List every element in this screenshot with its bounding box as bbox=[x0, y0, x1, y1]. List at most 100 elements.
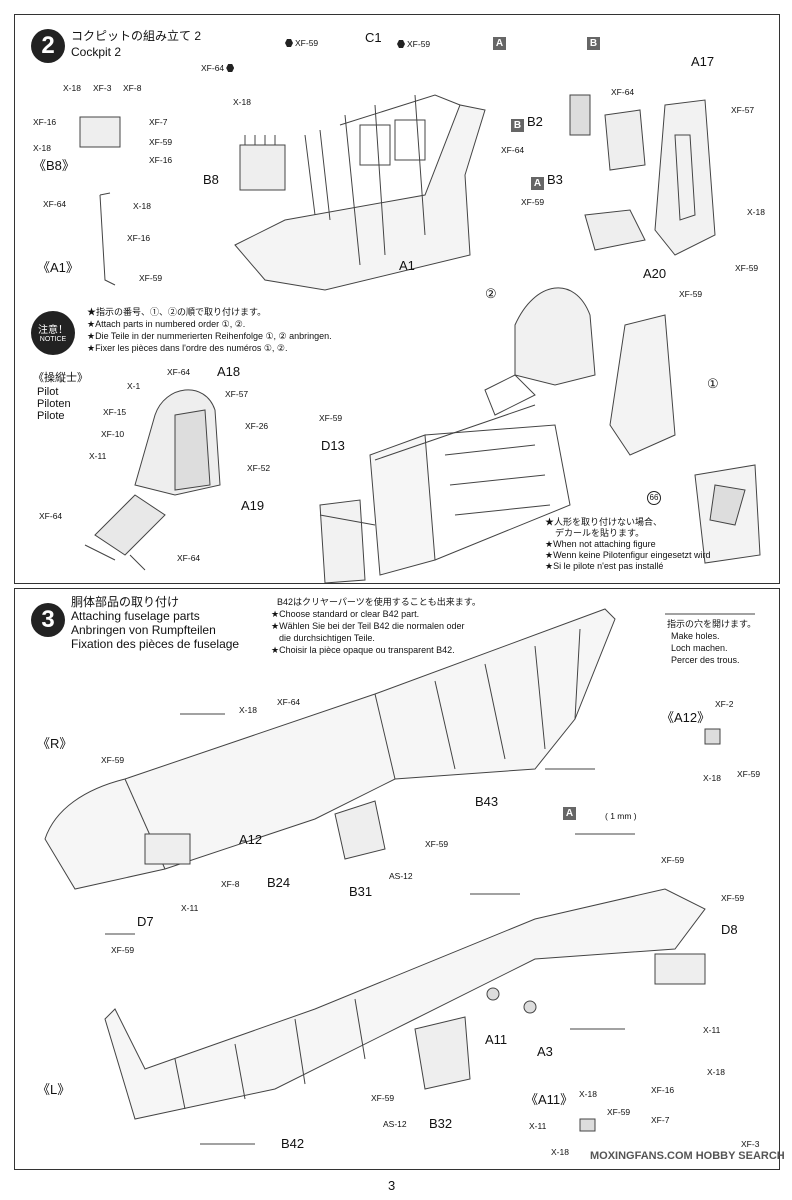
paint-label: XF-16 bbox=[651, 1085, 675, 1095]
part-label-b43: B43 bbox=[475, 794, 499, 809]
clear-part-note: ★Choose standard or clear B42 part. bbox=[271, 609, 420, 619]
clear-part-note: ★Wählen Sie bei der Teil B42 die normale… bbox=[271, 621, 465, 631]
paint-label: XF-8 bbox=[123, 83, 142, 93]
part-label-a18: A18 bbox=[217, 364, 241, 379]
part-label-a20: A20 bbox=[643, 266, 667, 281]
pilot-title-ja: 《操縦士》 bbox=[33, 372, 88, 384]
paint-label: X-11 bbox=[89, 451, 107, 461]
step-2-illustration bbox=[79, 94, 761, 583]
part-label-d8: D8 bbox=[721, 922, 738, 937]
paint-label: XF-10 bbox=[101, 429, 125, 439]
paint-label: XF-3 bbox=[741, 1139, 760, 1149]
notice-badge: 注意！ NOTICE bbox=[31, 311, 75, 355]
paint-label: XF-57 bbox=[731, 105, 755, 115]
paint-label: XF-59 bbox=[101, 755, 125, 765]
paint-label: XF-52 bbox=[247, 463, 271, 473]
paint-label: X-18 bbox=[33, 143, 51, 153]
hexagon-icon bbox=[397, 40, 405, 48]
paint-label: XF-8 bbox=[221, 879, 240, 889]
paint-label: XF-7 bbox=[149, 117, 168, 127]
part-label-a12: A12 bbox=[239, 832, 263, 847]
step-title-en: Attaching fuselage parts bbox=[71, 609, 200, 623]
paint-label: XF-59 bbox=[139, 273, 163, 283]
part-label-a17: A17 bbox=[691, 54, 715, 69]
paint-label: AS-12 bbox=[383, 1119, 407, 1129]
paint-label: X-18 bbox=[707, 1067, 725, 1077]
part-label-a3: A3 bbox=[537, 1044, 553, 1059]
paint-callout: XF-64 bbox=[201, 63, 235, 73]
holes-note: Make holes. bbox=[671, 631, 720, 641]
part-label-c1: C1 bbox=[365, 30, 382, 45]
paint-label: XF-64 bbox=[167, 367, 191, 377]
view-label-r: 《R》 bbox=[37, 736, 73, 751]
step-number: 3 bbox=[31, 603, 65, 637]
paint-label: XF-3 bbox=[93, 83, 112, 93]
hexagon-icon bbox=[226, 64, 235, 72]
hexagon-icon bbox=[285, 39, 293, 47]
notice-line: ★Die Teile in der nummerierten Reihenfol… bbox=[87, 331, 332, 341]
paint-label: X-18 bbox=[579, 1089, 597, 1099]
paint-label: XF-64 bbox=[277, 697, 301, 707]
detail-label-a11: 《A11》 bbox=[525, 1092, 574, 1107]
paint-label: XF-59 bbox=[721, 893, 745, 903]
paint-label: XF-59 bbox=[425, 839, 449, 849]
part-label-b42: B42 bbox=[281, 1136, 305, 1151]
part-label-a19: A19 bbox=[241, 498, 265, 513]
paint-label: XF-2 bbox=[715, 699, 734, 709]
paint-label: X-18 bbox=[239, 705, 257, 715]
paint-label: X-11 bbox=[703, 1025, 721, 1035]
order-marker-1: ① bbox=[707, 376, 719, 391]
paint-label: XF-16 bbox=[149, 155, 173, 165]
step-title-fr: Fixation des pièces de fuselage bbox=[71, 637, 240, 651]
part-label-a11: A11 bbox=[485, 1032, 508, 1047]
paint-label: XF-59 bbox=[149, 137, 173, 147]
step-title-de: Anbringen von Rumpfteilen bbox=[71, 623, 216, 637]
no-pilot-note: ★人形を取り付けない場合、 bbox=[545, 517, 663, 527]
paint-label: XF-59 bbox=[737, 769, 761, 779]
paint-label: X-18 bbox=[703, 773, 721, 783]
page-number: 3 bbox=[388, 1178, 396, 1193]
paint-label: XF-64 bbox=[43, 199, 67, 209]
paint-label: X-11 bbox=[181, 903, 199, 913]
paint-label: XF-59 bbox=[679, 289, 703, 299]
paint-label: XF-59 bbox=[735, 263, 759, 273]
paint-label: XF-64 bbox=[39, 511, 63, 521]
part-label-b31: B31 bbox=[349, 884, 373, 899]
order-marker-2: ② bbox=[485, 286, 497, 301]
no-pilot-note: ★Si le pilote n'est pas installé bbox=[545, 561, 664, 571]
step-2-panel: 2 コクピットの組み立て 2 Cockpit 2 XF-59 XF-64 X-1… bbox=[14, 14, 780, 584]
step-number: 2 bbox=[31, 29, 65, 63]
step-3-illustration bbox=[44, 608, 755, 1145]
option-box-b: B bbox=[587, 33, 600, 51]
paint-label: XF-59 bbox=[111, 945, 135, 955]
paint-label: XF-16 bbox=[33, 117, 57, 127]
part-label-d13: D13 bbox=[321, 438, 345, 453]
paint-label: XF-7 bbox=[651, 1115, 670, 1125]
part-label-b3: B3 bbox=[547, 172, 563, 187]
option-box-a-small: A bbox=[531, 173, 544, 191]
paint-label: XF-15 bbox=[103, 407, 127, 417]
paint-label: XF-64 bbox=[501, 145, 525, 155]
paint-label: XF-64 bbox=[611, 87, 635, 97]
step-3-panel: 3 胴体部品の取り付け Attaching fuselage parts Anb… bbox=[14, 588, 780, 1170]
part-label-d7: D7 bbox=[137, 914, 154, 929]
paint-label: XF-16 bbox=[127, 233, 151, 243]
paint-label: XF-57 bbox=[225, 389, 249, 399]
no-pilot-note: デカールを貼ります。 bbox=[555, 528, 645, 538]
detail-label-a12: 《A12》 bbox=[661, 710, 711, 725]
part-label-a1: A1 bbox=[399, 258, 415, 273]
holes-note: Loch machen. bbox=[671, 643, 728, 653]
clear-part-note: die durchsichtigen Teile. bbox=[279, 633, 375, 643]
paint-label: XF-64 bbox=[177, 553, 201, 563]
holes-note: Percer des trous. bbox=[671, 655, 740, 665]
no-pilot-note: ★When not attaching figure bbox=[545, 539, 656, 549]
paint-label: XF-26 bbox=[245, 421, 269, 431]
paint-label: XF-59 bbox=[371, 1093, 395, 1103]
paint-label: X-1 bbox=[127, 381, 141, 391]
view-label-l: 《L》 bbox=[37, 1082, 71, 1097]
clear-part-note: B42はクリヤーパーツを使用することも出来ます。 bbox=[277, 597, 481, 607]
detail-label-b8: 《B8》 bbox=[33, 158, 75, 173]
option-box-a: A bbox=[563, 803, 576, 821]
decal-marker-66: 66 bbox=[647, 487, 661, 505]
notice-line: ★指示の番号、①、②の順で取り付けます。 bbox=[87, 307, 267, 317]
